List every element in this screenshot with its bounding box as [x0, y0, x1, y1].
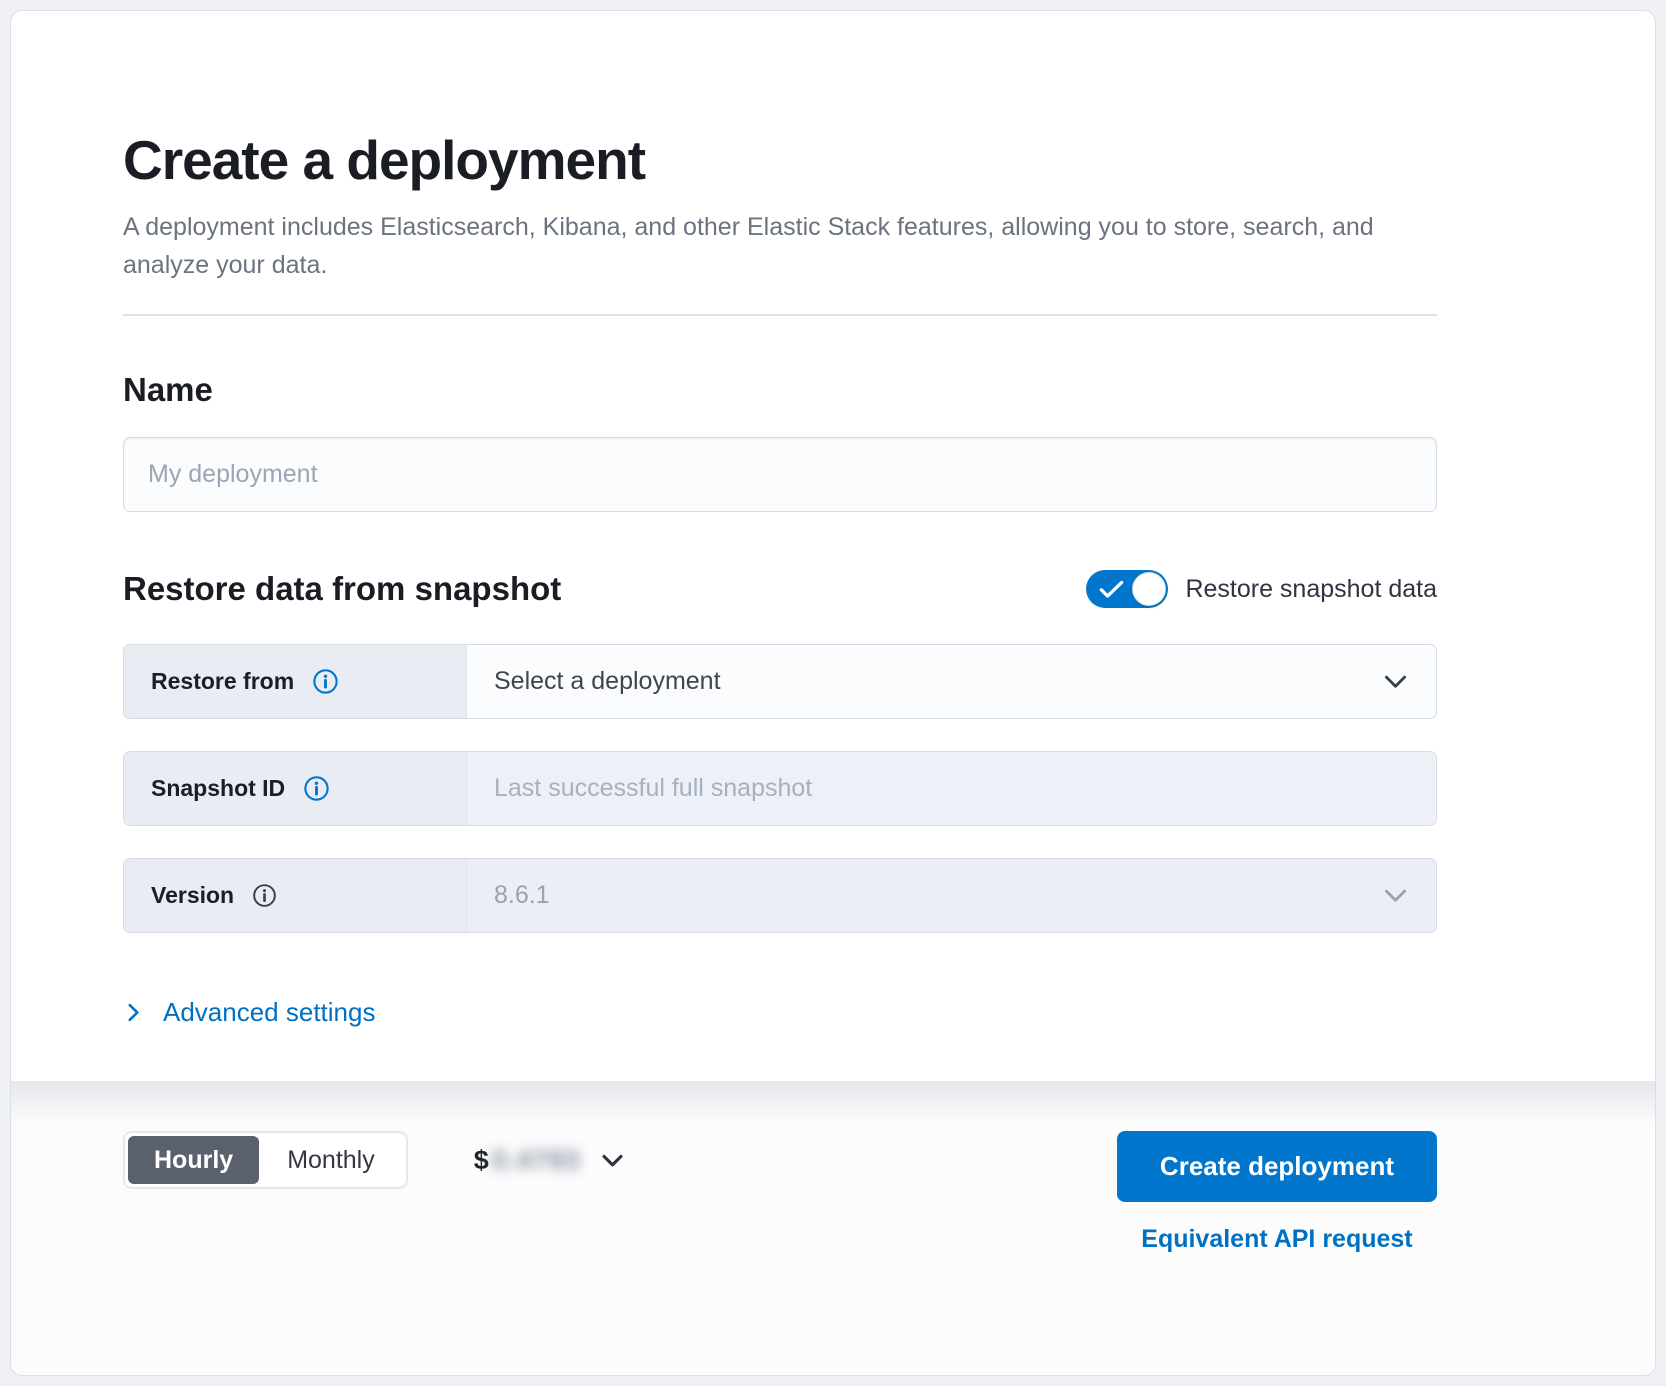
bottom-bar: Hourly Monthly $ 0.4793 Create deploymen… [11, 1081, 1655, 1375]
price-amount-blurred: 0.4793 [491, 1144, 581, 1175]
create-deployment-panel: Create a deployment A deployment include… [10, 10, 1656, 1376]
restore-from-prepend: Restore from [124, 645, 467, 718]
chevron-down-icon [1382, 882, 1409, 909]
restore-from-row: Restore from Select a deployment [123, 644, 1437, 719]
page-title: Create a deployment [123, 129, 646, 191]
restore-snapshot-toggle[interactable] [1086, 570, 1169, 608]
version-label: Version [151, 882, 235, 908]
page-subtitle: A deployment includes Elasticsearch, Kib… [123, 213, 1374, 279]
snapshot-id-prepend: Snapshot ID [124, 752, 467, 825]
deployment-name-input[interactable] [123, 437, 1437, 512]
billing-option-hourly[interactable]: Hourly [128, 1136, 260, 1184]
snapshot-section-heading: Restore data from snapshot [123, 570, 562, 607]
info-icon[interactable] [303, 775, 330, 802]
name-section-heading: Name [123, 371, 213, 408]
version-row: Version 8.6.1 [123, 858, 1437, 933]
version-prepend: Version [124, 859, 467, 932]
chevron-down-icon [1382, 668, 1409, 695]
info-icon[interactable] [312, 668, 339, 695]
restore-from-select[interactable]: Select a deployment [467, 645, 1436, 718]
snapshot-id-field: Last successful full snapshot [467, 752, 1436, 825]
advanced-settings-label: Advanced settings [163, 997, 376, 1027]
price-summary[interactable]: $ 0.4793 [474, 1131, 626, 1189]
price-currency: $ [473, 1144, 489, 1175]
snapshot-id-row: Snapshot ID Last successful full snapsho… [123, 751, 1437, 826]
restore-snapshot-toggle-label: Restore snapshot data [1185, 574, 1437, 603]
toggle-knob[interactable] [1132, 572, 1167, 606]
main-content: Create a deployment A deployment include… [11, 11, 1655, 1028]
advanced-settings-link[interactable]: Advanced settings [123, 997, 375, 1028]
version-select: 8.6.1 [467, 859, 1436, 932]
snapshot-id-placeholder: Last successful full snapshot [494, 774, 813, 802]
restore-from-label: Restore from [151, 668, 295, 694]
chevron-right-icon [123, 1002, 144, 1023]
chevron-down-icon[interactable] [600, 1148, 625, 1173]
info-icon[interactable] [252, 883, 277, 908]
create-deployment-button[interactable]: Create deployment [1116, 1131, 1437, 1202]
equivalent-api-request-link[interactable]: Equivalent API request [1141, 1225, 1413, 1253]
restore-from-select-value: Select a deployment [494, 667, 721, 695]
billing-option-monthly[interactable]: Monthly [287, 1145, 375, 1174]
check-icon [1099, 580, 1124, 599]
version-select-value: 8.6.1 [494, 881, 550, 909]
snapshot-id-label: Snapshot ID [151, 775, 286, 801]
restore-snapshot-toggle-group[interactable]: Restore snapshot data [1086, 570, 1437, 608]
billing-interval-switch: Hourly Monthly [123, 1131, 408, 1189]
divider [123, 314, 1437, 316]
